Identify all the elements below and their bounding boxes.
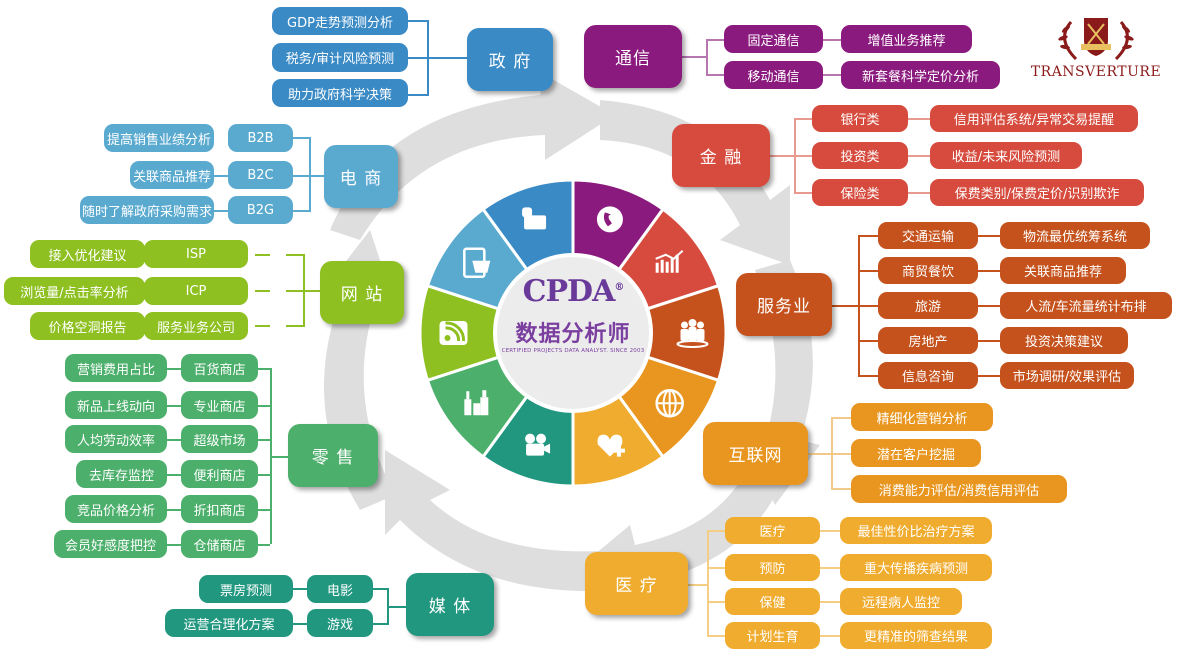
finance-category: 银行类 <box>812 105 908 132</box>
arrow-bottom-left <box>385 450 620 592</box>
service-detail: 人流/车流量统计布排 <box>1000 292 1172 319</box>
telecom-category: 移动通信 <box>724 61 823 89</box>
category-ecommerce: 电 商 <box>324 145 398 208</box>
cpda-title-cn: 数据分析师 <box>515 322 631 347</box>
logo-brand-text: TRANSVERTURE <box>1030 64 1162 80</box>
phone-icon <box>596 206 623 233</box>
finance-category: 投资类 <box>812 142 908 169</box>
service-detail: 关联商品推荐 <box>1000 257 1126 284</box>
retail-detail: 会员好感度把控 <box>54 530 167 558</box>
internet-item: 消费能力评估/消费信用评估 <box>851 475 1067 503</box>
telecom-category: 固定通信 <box>724 25 823 53</box>
category-service: 服务业 <box>736 273 832 336</box>
transverture-logo: TRANSVERTURE <box>1026 14 1166 86</box>
category-media: 媒 体 <box>406 573 494 636</box>
government-item: 税务/审计风险预测 <box>272 43 408 72</box>
category-finance: 金 融 <box>672 124 770 187</box>
finance-detail: 收益/未来风险预测 <box>930 142 1082 169</box>
ecommerce-detail: 随时了解政府采购需求 <box>80 196 214 224</box>
service-category: 旅游 <box>878 292 978 319</box>
arrow-top <box>330 75 615 240</box>
service-category: 商贸餐饮 <box>878 257 978 284</box>
retail-category: 专业商店 <box>181 391 258 419</box>
shopping-basket-icon <box>463 247 491 279</box>
retail-category: 折扣商店 <box>181 495 258 523</box>
finance-category: 保险类 <box>812 179 908 206</box>
finance-detail: 保费类别/保费定价/识别欺诈 <box>930 179 1144 206</box>
telecom-detail: 增值业务推荐 <box>841 25 972 53</box>
website-detail: 接入优化建议 <box>30 240 145 268</box>
category-medical: 医 疗 <box>585 552 688 615</box>
retail-category: 百货商店 <box>181 354 258 382</box>
medical-detail: 更精准的筛查结果 <box>840 622 992 649</box>
ecommerce-category: B2B <box>228 124 293 152</box>
media-category: 电影 <box>307 575 373 603</box>
website-category: ISP <box>144 240 248 268</box>
medical-category: 医疗 <box>725 517 820 544</box>
ecommerce-detail: 关联商品推荐 <box>130 161 214 189</box>
service-category: 交通运输 <box>878 222 978 249</box>
service-detail: 投资决策建议 <box>1000 327 1128 354</box>
retail-detail: 去库存监控 <box>76 460 167 488</box>
medical-category: 预防 <box>725 554 820 581</box>
internet-item: 潜在客户挖掘 <box>851 439 981 467</box>
category-website: 网 站 <box>320 261 404 324</box>
retail-detail: 新品上线动向 <box>65 391 167 419</box>
category-telecom: 通信 <box>584 25 682 88</box>
category-internet: 互联网 <box>703 422 808 485</box>
medical-category: 保健 <box>725 588 820 615</box>
retail-detail: 营销费用占比 <box>65 354 167 382</box>
media-category: 游戏 <box>307 609 373 637</box>
wheel-center-disc <box>493 253 653 413</box>
category-government: 政 府 <box>467 28 553 91</box>
finance-detail: 信用评估系统/异常交易提醒 <box>930 105 1138 132</box>
cpda-center-logo: CPDA® 数据分析师 CERTIFIED PROJECTS DATA ANAL… <box>500 260 646 406</box>
retail-detail: 竞品价格分析 <box>65 495 167 523</box>
service-detail: 物流最优统筹系统 <box>1000 222 1150 249</box>
heart-plus-icon <box>597 434 625 457</box>
service-category: 房地产 <box>878 327 978 354</box>
website-detail: 价格空洞报告 <box>30 312 145 340</box>
category-retail: 零 售 <box>288 424 378 487</box>
cpda-subtitle: CERTIFIED PROJECTS DATA ANALYST. SINCE 2… <box>501 348 645 354</box>
retail-category: 超级市场 <box>181 425 258 453</box>
website-detail: 浏览量/点击率分析 <box>4 277 145 305</box>
internet-item: 精细化营销分析 <box>851 403 993 431</box>
ecommerce-detail: 提高销售业绩分析 <box>104 124 214 152</box>
ecommerce-category: B2G <box>228 196 293 224</box>
medical-detail: 远程病人监控 <box>840 588 962 615</box>
bottles-icon <box>464 390 489 416</box>
arrow-top-right <box>600 100 790 265</box>
website-category: 服务业务公司 <box>144 312 248 340</box>
thumbs-up-icon <box>522 207 547 230</box>
government-item: 助力政府科学决策 <box>272 79 408 107</box>
retail-category: 仓储商店 <box>181 530 258 558</box>
medical-detail: 重大传播疾病预测 <box>840 554 992 581</box>
globe-icon <box>655 388 684 418</box>
retail-category: 便利商店 <box>181 460 258 488</box>
government-item: GDP走势预测分析 <box>272 7 408 35</box>
media-detail: 票房预测 <box>199 575 293 603</box>
rss-icon <box>439 321 468 345</box>
service-category: 信息咨询 <box>878 362 978 389</box>
retail-detail: 人均劳动效率 <box>65 425 167 453</box>
website-category: ICP <box>144 277 248 305</box>
ecommerce-category: B2C <box>228 161 293 189</box>
telecom-detail: 新套餐科学定价分析 <box>841 61 1000 89</box>
people-icon <box>676 319 709 348</box>
media-detail: 运营合理化方案 <box>165 609 293 637</box>
movie-camera-icon <box>525 433 551 456</box>
medical-category: 计划生育 <box>725 622 820 649</box>
chart-growth-icon <box>655 250 684 273</box>
medical-detail: 最佳性价比治疗方案 <box>840 517 992 544</box>
crest-icon <box>1058 18 1134 61</box>
service-detail: 市场调研/效果评估 <box>1000 362 1134 389</box>
cpda-brand: CPDA® <box>522 274 625 309</box>
